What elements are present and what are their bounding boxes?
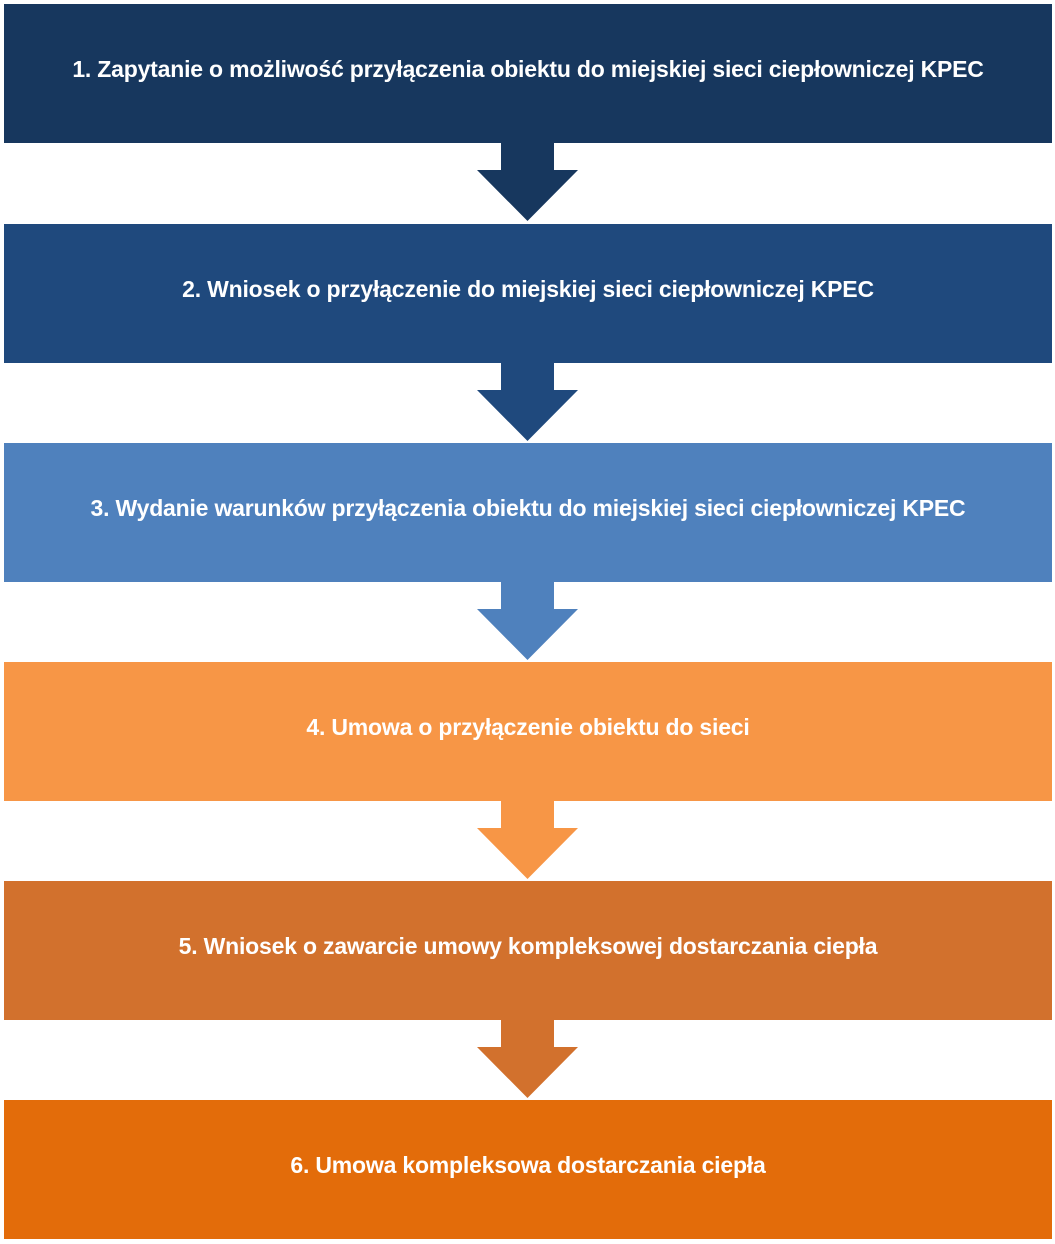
step-label-3: 3. Wydanie warunków przyłączenia obiektu… [90, 495, 966, 521]
arrow-shape [477, 582, 578, 660]
step-label-5: 5. Wniosek o zawarcie umowy kompleksowej… [178, 933, 878, 959]
step-box-2: 2. Wniosek o przyłączenie do miejskiej s… [4, 224, 1052, 363]
step-box-4: 4. Umowa o przyłączenie obiektu do sieci [4, 662, 1052, 801]
arrow-shape [477, 363, 578, 441]
step-label-2: 2. Wniosek o przyłączenie do miejskiej s… [182, 276, 874, 302]
step-box-6: 6. Umowa kompleksowa dostarczania ciepła [4, 1100, 1052, 1239]
step-box-5: 5. Wniosek o zawarcie umowy kompleksowej… [4, 881, 1052, 1020]
arrow-down-icon [477, 801, 578, 879]
step-label-4: 4. Umowa o przyłączenie obiektu do sieci [306, 714, 750, 740]
arrow-shape [477, 143, 578, 221]
step-box-1: 1. Zapytanie o możliwość przyłączenia ob… [4, 4, 1052, 143]
arrow-shape [477, 1020, 578, 1098]
step-label-1: 1. Zapytanie o możliwość przyłączenia ob… [72, 56, 984, 82]
arrow-down-icon [477, 143, 578, 221]
arrow-shape [477, 801, 578, 879]
step-box-3: 3. Wydanie warunków przyłączenia obiektu… [4, 443, 1052, 582]
arrow-down-icon [477, 582, 578, 660]
step-label-6: 6. Umowa kompleksowa dostarczania ciepła [290, 1152, 766, 1178]
arrow-down-icon [477, 363, 578, 441]
arrow-down-icon [477, 1020, 578, 1098]
